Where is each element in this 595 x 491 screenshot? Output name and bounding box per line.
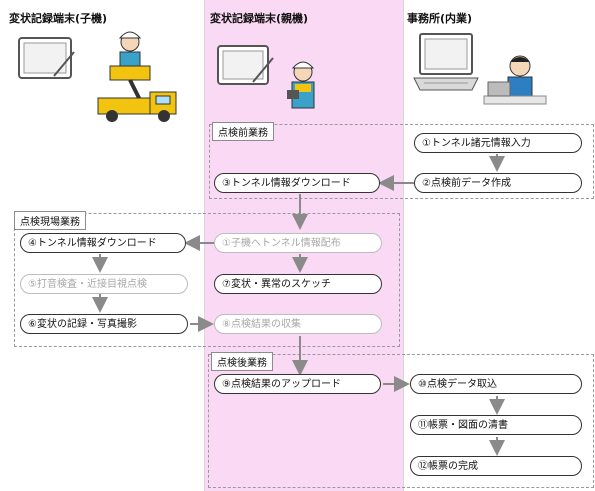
step-7-anomaly-sketch[interactable]: ⑦変状・異常のスケッチ	[214, 274, 382, 294]
field-inspection-section	[14, 213, 400, 347]
step-11-clean-drawings[interactable]: ⑪帳票・図面の清書	[410, 415, 582, 435]
tablet-icon	[18, 37, 75, 79]
step-2-pre-data-creation[interactable]: ②点検前データ作成	[414, 173, 582, 193]
child-column-header: 変状記録端末(子機)	[9, 12, 108, 25]
post-inspection-section	[208, 354, 594, 488]
bucket-truck-worker-icon	[97, 31, 177, 122]
step-9-upload-results[interactable]: ⑨点検結果のアップロード	[214, 374, 381, 394]
step-distribute-to-child[interactable]: ①子機へトンネル情報配布	[214, 233, 382, 253]
step-8-collect-results[interactable]: ⑧点検結果の収集	[214, 314, 382, 334]
field-inspection-label: 点検現場業務	[14, 211, 86, 230]
pre-inspection-section	[209, 124, 594, 199]
laptop-icon	[413, 33, 479, 91]
tablet-icon	[217, 45, 274, 85]
pre-inspection-label: 点検前業務	[212, 122, 274, 141]
inspector-worker-icon	[287, 61, 315, 109]
office-worker-icon	[483, 55, 547, 105]
post-inspection-label: 点検後業務	[211, 352, 273, 371]
step-12-report-complete[interactable]: ⑫帳票の完成	[410, 456, 582, 476]
parent-column-header: 変状記録端末(親機)	[210, 12, 309, 25]
step-6-record-photo[interactable]: ⑥変状の記録・写真撮影	[20, 314, 188, 334]
office-column-header: 事務所(内業)	[407, 12, 473, 25]
step-1-tunnel-spec-input[interactable]: ①トンネル諸元情報入力	[414, 133, 582, 153]
step-5-hammering-visual-inspection[interactable]: ⑤打音検査・近接目視点検	[20, 274, 188, 294]
step-10-import-data[interactable]: ⑩点検データ取込	[410, 374, 582, 394]
step-3-tunnel-info-download[interactable]: ③トンネル情報ダウンロード	[214, 173, 380, 193]
step-4-tunnel-info-download[interactable]: ④トンネル情報ダウンロード	[20, 233, 186, 253]
